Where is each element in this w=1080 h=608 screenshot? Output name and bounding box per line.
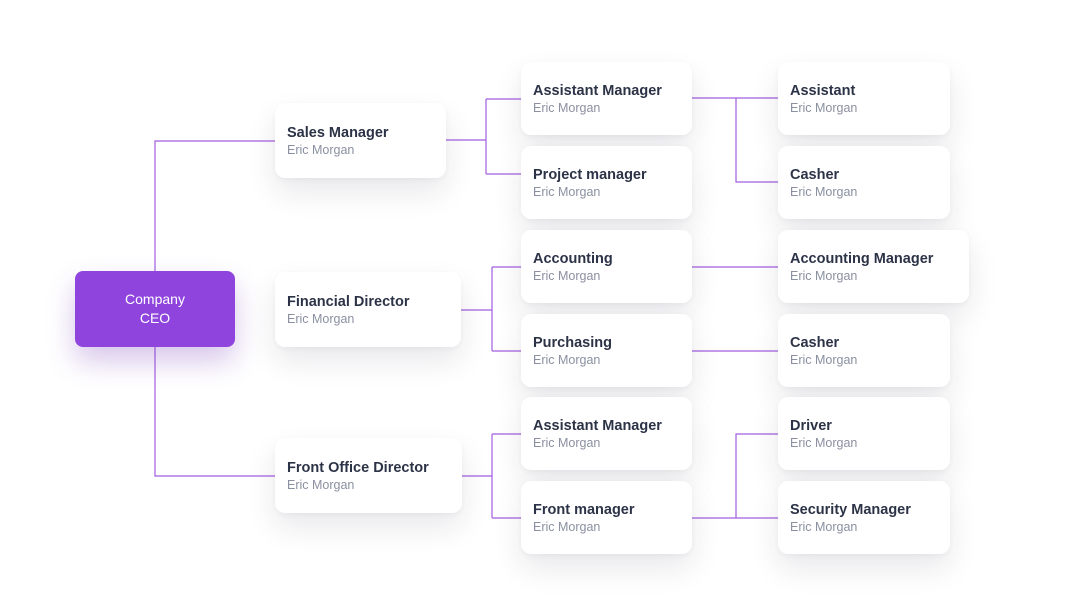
connector-ceo-front-office	[154, 347, 287, 477]
node-title: Assistant Manager	[533, 417, 662, 434]
connector-ceo-sales	[154, 140, 287, 271]
node-sales-manager[interactable]: Sales Manager Eric Morgan	[275, 103, 446, 178]
node-title: Assistant	[790, 82, 856, 99]
node-assistant[interactable]: Assistant Eric Morgan	[778, 62, 950, 135]
node-front-manager[interactable]: Front manager Eric Morgan	[521, 481, 692, 554]
node-person: Eric Morgan	[790, 435, 858, 450]
connector-assistant-manager-children	[692, 97, 779, 183]
node-purchasing[interactable]: Purchasing Eric Morgan	[521, 314, 692, 387]
node-title: Accounting	[533, 250, 613, 267]
node-person: Eric Morgan	[287, 142, 355, 157]
node-casher-sales[interactable]: Casher Eric Morgan	[778, 146, 950, 219]
node-title: Assistant Manager	[533, 82, 662, 99]
node-casher-purchasing[interactable]: Casher Eric Morgan	[778, 314, 950, 387]
node-title: Casher	[790, 166, 840, 183]
node-person: Eric Morgan	[533, 268, 601, 283]
node-person: Eric Morgan	[533, 184, 601, 199]
node-financial-director[interactable]: Financial Director Eric Morgan	[275, 272, 461, 347]
node-title: Accounting Manager	[790, 250, 934, 267]
node-accounting-manager[interactable]: Accounting Manager Eric Morgan	[778, 230, 969, 303]
node-person: Eric Morgan	[790, 184, 858, 199]
node-person: Eric Morgan	[287, 477, 355, 492]
ceo-label-line1: Company	[125, 291, 185, 307]
node-front-office-director[interactable]: Front Office Director Eric Morgan	[275, 438, 462, 513]
node-person: Eric Morgan	[533, 519, 601, 534]
node-person: Eric Morgan	[790, 519, 858, 534]
node-person: Eric Morgan	[790, 100, 858, 115]
node-person: Eric Morgan	[533, 352, 601, 367]
node-assistant-manager-sales[interactable]: Assistant Manager Eric Morgan	[521, 62, 692, 135]
node-person: Eric Morgan	[790, 352, 858, 367]
connector-front-office-children	[462, 433, 534, 519]
node-title: Front Office Director	[287, 459, 429, 476]
node-person: Eric Morgan	[533, 435, 601, 450]
node-title: Security Manager	[790, 501, 911, 518]
node-title: Front manager	[533, 501, 635, 518]
connector-financial-children	[461, 266, 534, 352]
connector-sales-children	[446, 98, 534, 175]
node-title: Casher	[790, 334, 840, 351]
node-assistant-manager-front[interactable]: Assistant Manager Eric Morgan	[521, 397, 692, 470]
ceo-label-line2: CEO	[139, 310, 171, 326]
connector-front-manager-children	[692, 433, 779, 519]
node-title: Financial Director	[287, 293, 410, 310]
node-title: Purchasing	[533, 334, 612, 351]
node-accounting[interactable]: Accounting Eric Morgan	[521, 230, 692, 303]
node-title: Driver	[790, 417, 832, 434]
node-title: Project manager	[533, 166, 647, 183]
node-security-manager[interactable]: Security Manager Eric Morgan	[778, 481, 950, 554]
node-person: Eric Morgan	[533, 100, 601, 115]
node-title: Sales Manager	[287, 124, 389, 141]
node-person: Eric Morgan	[287, 311, 355, 326]
ceo-node[interactable]: Company CEO	[75, 271, 235, 347]
node-driver[interactable]: Driver Eric Morgan	[778, 397, 950, 470]
node-project-manager[interactable]: Project manager Eric Morgan	[521, 146, 692, 219]
node-person: Eric Morgan	[790, 268, 858, 283]
